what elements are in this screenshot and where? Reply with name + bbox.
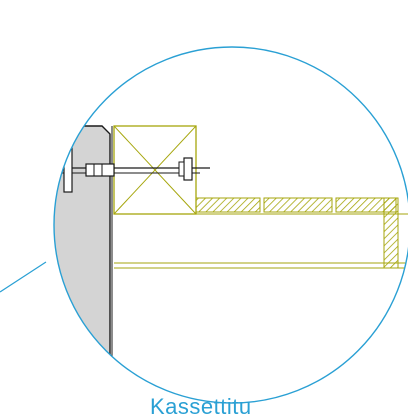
callout-leader-line [0,261,47,293]
cassette-strip-2 [263,197,333,213]
detail-contents [54,125,408,403]
callout-label: Kassettitu [150,394,252,418]
detail-circle-outline [53,46,408,404]
bolt-nut [183,157,193,181]
bolt-washer [178,161,185,177]
timber-block-cross-b [113,125,197,215]
anchor-sleeve [85,163,115,177]
cassette-strip-1 [195,197,261,213]
cassette-end-piece [383,197,399,269]
